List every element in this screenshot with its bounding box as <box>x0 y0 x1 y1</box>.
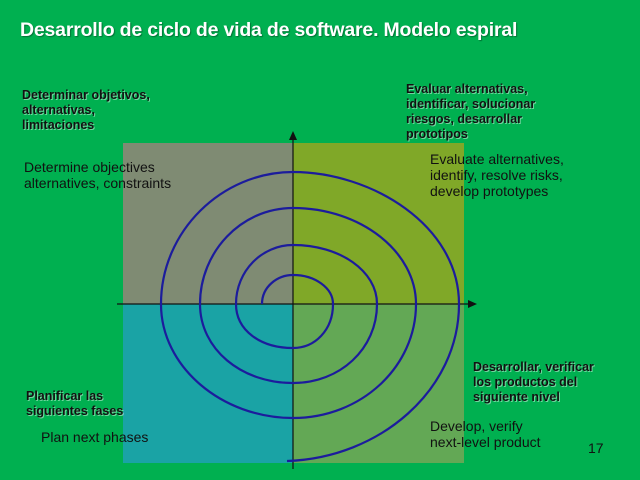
quadrant-evaluate-alternatives <box>293 143 464 304</box>
spiral-curve <box>159 170 461 463</box>
label-en-plan-next-phases: Plan next phases <box>41 429 149 445</box>
label-en-determine-objectives: Determine objectives alternatives, const… <box>24 159 172 191</box>
label-es-evaluar-alternativas: Evaluar alternativas, identificar, soluc… <box>406 82 536 141</box>
label-en-develop-verify: Develop, verify next-level product <box>430 418 541 450</box>
quadrant-determine-objectives <box>123 143 293 304</box>
label-es-desarrollar-verificar: Desarrollar, verificar los productos del… <box>473 360 594 404</box>
quadrant-plan-next-phases <box>123 304 293 463</box>
axes <box>117 131 477 469</box>
page-number: 17 <box>588 440 604 456</box>
label-es-determinar-objetivos: Determinar objetivos, alternativas, limi… <box>22 88 150 132</box>
label-en-evaluate-alternatives: Evaluate alternatives, identify, resolve… <box>430 151 564 199</box>
label-es-planificar-fases: Planificar las siguientes fases <box>26 389 124 418</box>
arrow-up-icon <box>289 131 297 140</box>
arrow-right-icon <box>468 300 477 308</box>
slide-title: Desarrollo de ciclo de vida de software.… <box>20 19 518 41</box>
